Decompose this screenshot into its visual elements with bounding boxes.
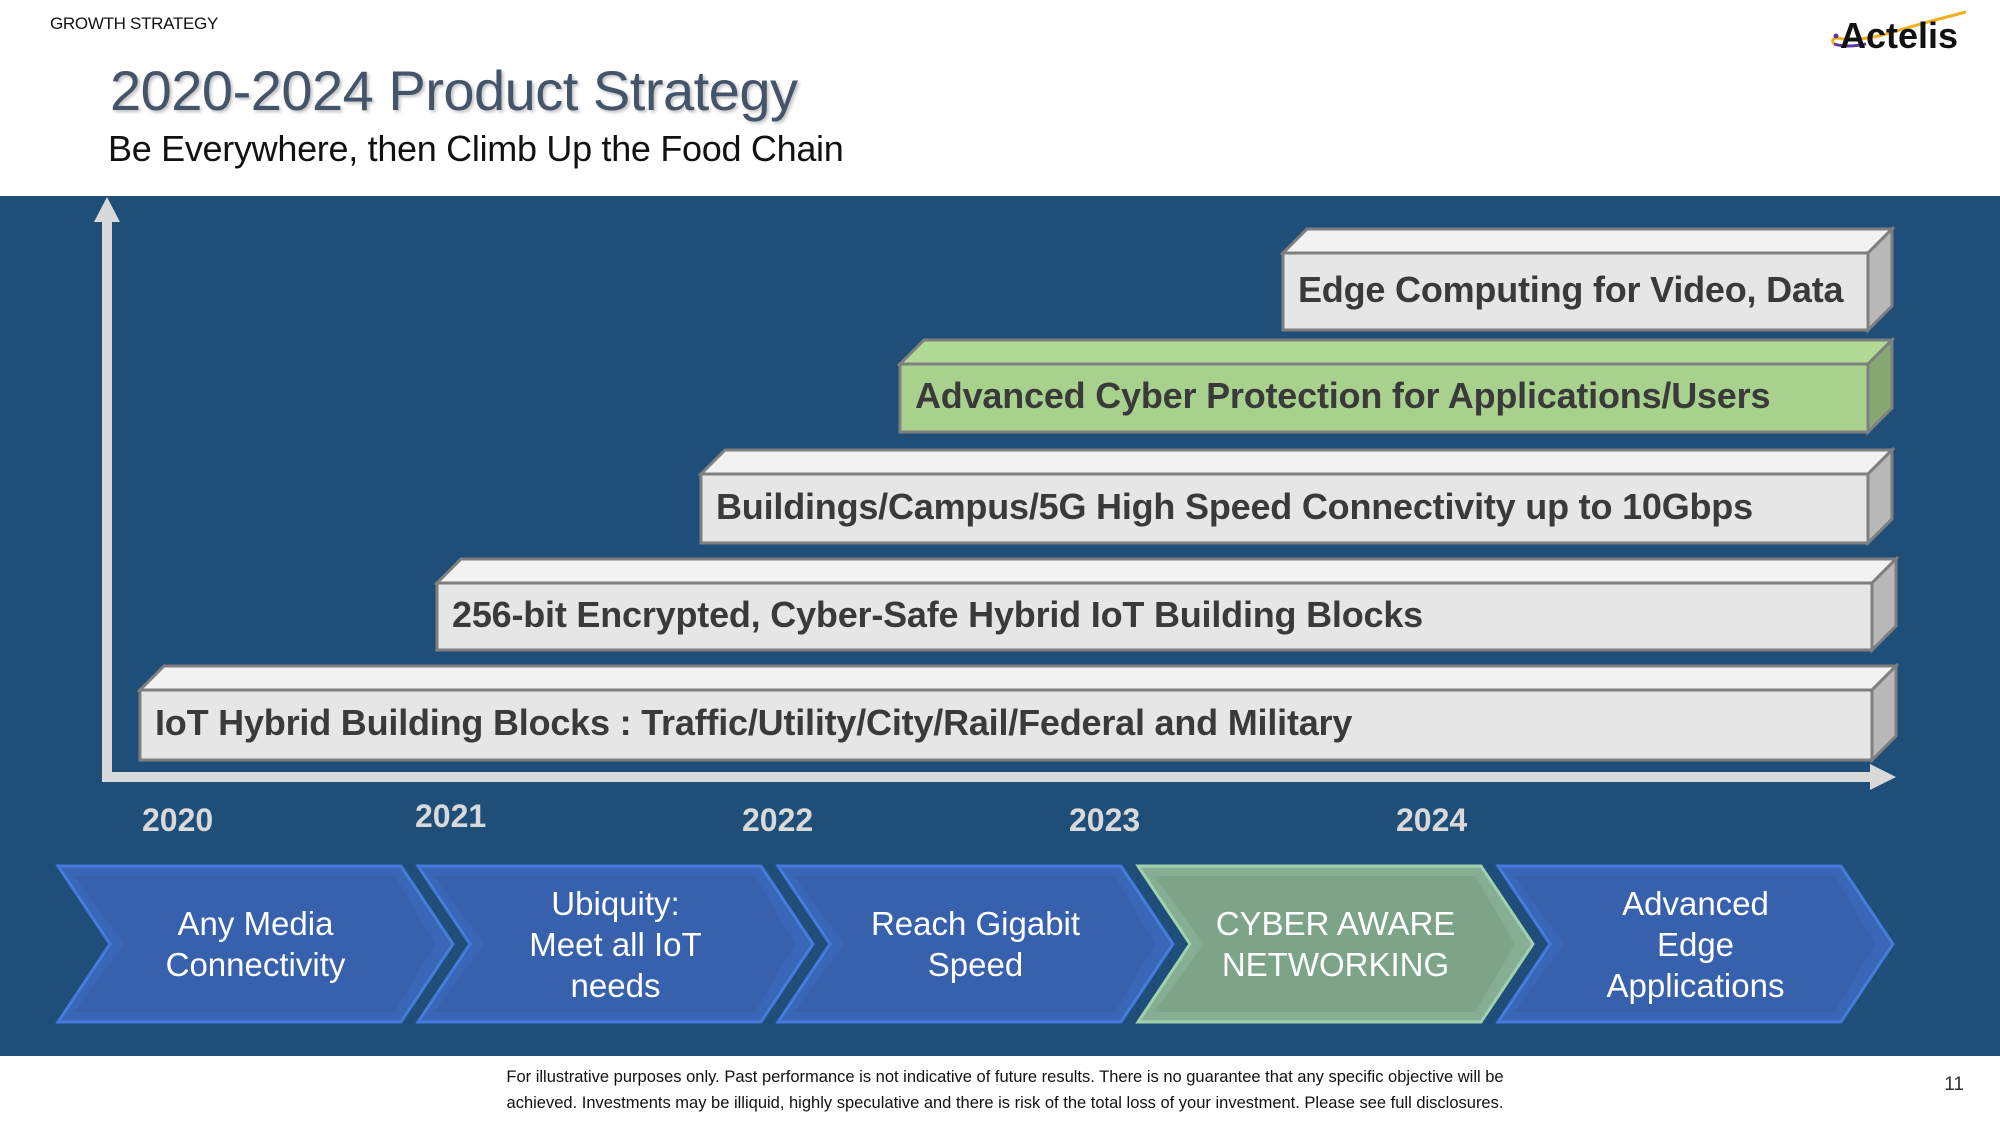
chevron-label-line: NETWORKING xyxy=(1221,946,1450,983)
chevron-label-line: Meet all IoT xyxy=(529,925,702,963)
chevron-label-line: Reach Gigabit xyxy=(870,905,1081,942)
chevron-label-line: Speed xyxy=(927,946,1024,983)
chevron-label-line: CYBER AWARE xyxy=(1215,905,1456,942)
year-label: 2023 xyxy=(1069,802,1141,838)
chevron-label-line: Any Media xyxy=(177,905,334,942)
stair-label: Advanced Cyber Protection for Applicatio… xyxy=(915,375,1771,416)
logo-text: Actelis xyxy=(1840,15,1958,56)
chevron-label-line: Applications xyxy=(1606,966,1785,1004)
section-label: GROWTH STRATEGY xyxy=(50,14,219,33)
chevron-label-line: Ubiquity: xyxy=(551,884,680,922)
stair-label: Buildings/Campus/5G High Speed Connectiv… xyxy=(716,485,1753,527)
actelis-logo: Actelis xyxy=(1831,10,1967,56)
disclaimer: For illustrative purposes only. Past per… xyxy=(400,1064,1610,1116)
page-number: 11 xyxy=(1944,1074,1964,1095)
disclaimer-line-1: For illustrative purposes only. Past per… xyxy=(506,1068,1504,1086)
stair-label: IoT Hybrid Building Blocks : Traffic/Uti… xyxy=(155,702,1353,743)
disclaimer-line-2: achieved. Investments may be illiquid, h… xyxy=(506,1094,1504,1112)
year-label: 2022 xyxy=(742,802,814,838)
chevron-label-line: needs xyxy=(570,966,661,1004)
chevron-label: CYBER AWARE NETWORKING xyxy=(1190,903,1481,985)
stair-label: 256-bit Encrypted, Cyber-Safe Hybrid IoT… xyxy=(452,593,1423,635)
year-label: 2020 xyxy=(142,802,214,838)
year-label: 2021 xyxy=(415,798,487,834)
chevron-label-line: Advanced xyxy=(1622,884,1769,922)
chevron-label-line: Edge xyxy=(1656,925,1735,963)
stair-label: Edge Computing for Video, Data xyxy=(1298,268,1844,310)
chevron-label-line: Connectivity xyxy=(165,946,346,983)
page-subtitle: Be Everywhere, then Climb Up the Food Ch… xyxy=(108,128,844,169)
page-title: 2020-2024 Product Strategy xyxy=(110,59,798,122)
year-label: 2024 xyxy=(1396,802,1468,838)
